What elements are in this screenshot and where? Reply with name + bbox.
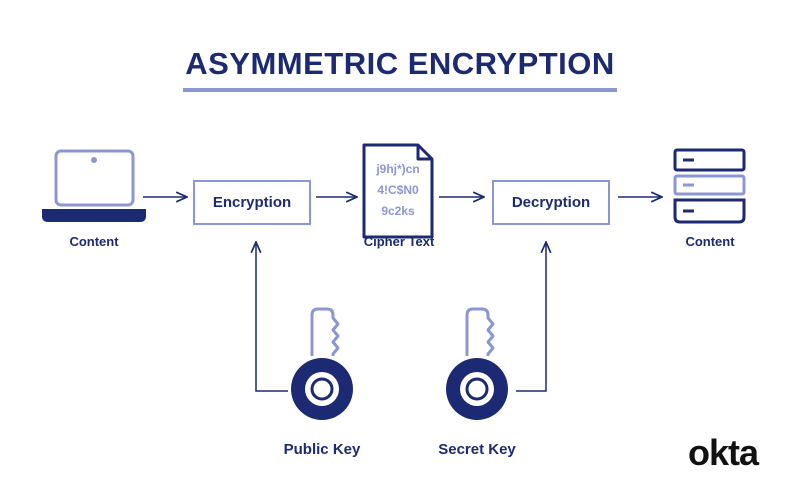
encryption-label: Encryption bbox=[212, 194, 292, 211]
document-icon bbox=[362, 143, 434, 239]
secret-key-label: Secret Key bbox=[438, 441, 516, 458]
cipher-text-caption: Cipher Text bbox=[363, 234, 435, 249]
secret-key-connector bbox=[516, 242, 546, 392]
source-content-caption: Content bbox=[69, 234, 119, 249]
diagram-title: ASYMMETRIC ENCRYPTION bbox=[185, 46, 615, 81]
okta-logo: okta bbox=[688, 432, 759, 473]
decryption-label: Decryption bbox=[511, 194, 591, 211]
key-icon bbox=[446, 307, 508, 420]
public-key-label: Public Key bbox=[283, 441, 361, 458]
cipher-line-3: 9c2ks bbox=[381, 204, 415, 218]
decryption-box bbox=[492, 180, 610, 225]
cipher-line-2: 4!C$N0 bbox=[377, 183, 419, 197]
laptop-icon bbox=[42, 149, 146, 222]
title-underline bbox=[183, 88, 617, 92]
destination-content-caption: Content bbox=[685, 234, 735, 249]
cipher-line-1: j9hj*)cn bbox=[376, 162, 420, 176]
server-stack-icon bbox=[673, 148, 746, 224]
document-fold bbox=[416, 145, 432, 161]
key-icon bbox=[291, 307, 353, 420]
public-key-connector bbox=[256, 242, 288, 392]
encryption-box bbox=[193, 180, 311, 225]
